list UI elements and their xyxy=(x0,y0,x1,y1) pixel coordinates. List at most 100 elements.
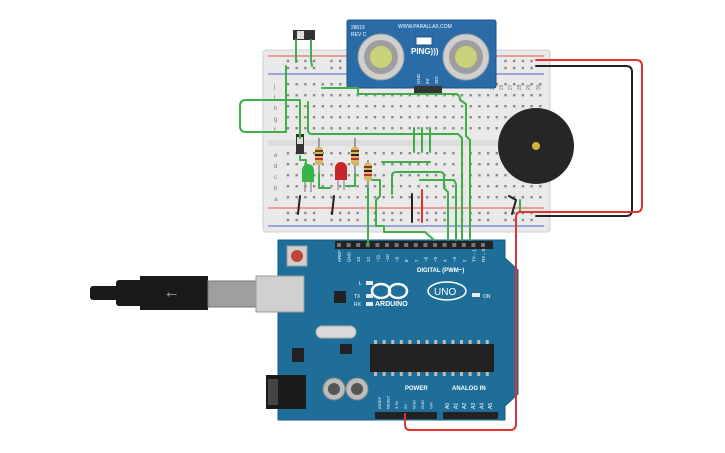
slide-switch-middle[interactable] xyxy=(296,134,304,154)
right-transducer xyxy=(442,33,490,81)
rail-hole xyxy=(339,59,342,63)
breadboard-hole xyxy=(295,163,298,166)
breadboard-hole xyxy=(347,116,351,119)
digital-pin-hole[interactable] xyxy=(356,243,361,247)
analog-pin-label: A2 xyxy=(462,403,468,409)
breadboard-hole xyxy=(373,152,377,155)
power-pin-label: VIN xyxy=(429,402,434,409)
digital-pin-hole[interactable] xyxy=(375,243,380,247)
small-component xyxy=(340,344,352,354)
rail-hole xyxy=(530,59,533,63)
breadboard-hole xyxy=(469,127,472,130)
breadboard-hole xyxy=(373,94,377,97)
digital-pin-label: GND xyxy=(347,251,352,262)
breadboard-hole xyxy=(321,94,324,97)
digital-pin-hole[interactable] xyxy=(481,243,485,247)
wires xyxy=(239,39,643,431)
wire xyxy=(371,179,435,241)
breadboard-hole xyxy=(469,105,472,108)
breadboard-hole xyxy=(504,94,507,97)
row-letter: a xyxy=(274,197,278,203)
breadboard-hole xyxy=(408,127,411,130)
breadboard-hole xyxy=(460,94,464,97)
breadboard-hole xyxy=(408,152,411,155)
rail-hole xyxy=(443,211,446,215)
chip-pin xyxy=(425,340,429,344)
breadboard-hole xyxy=(347,105,351,108)
chip-pin xyxy=(460,372,463,376)
breadboard-hole xyxy=(530,105,533,108)
breadboard-hole xyxy=(312,105,316,108)
breadboard-hole xyxy=(460,116,464,119)
rail-hole xyxy=(504,218,507,222)
reset-button[interactable] xyxy=(286,245,308,267)
breadboard-hole xyxy=(434,196,438,199)
digital-pin-label: 12 xyxy=(366,256,371,262)
rail-hole xyxy=(513,218,516,222)
breadboard-hole xyxy=(513,185,516,188)
power-pin-label: GND xyxy=(420,400,425,409)
digital-pin-hole[interactable] xyxy=(461,243,466,247)
breadboard-hole xyxy=(452,196,455,199)
breadboard-hole xyxy=(330,185,333,188)
analog-pin-label: A5 xyxy=(488,403,494,409)
breadboard-hole xyxy=(486,185,490,188)
breadboard-hole xyxy=(304,196,307,199)
digital-pin-hole[interactable] xyxy=(394,243,399,247)
digital-pin-hole[interactable] xyxy=(423,243,428,247)
breadboard-hole xyxy=(339,83,342,86)
breadboard-hole xyxy=(486,116,490,119)
rail-hole xyxy=(382,211,385,215)
rail-hole xyxy=(304,218,307,222)
digital-pin-hole[interactable] xyxy=(413,243,418,247)
breadboard-hole xyxy=(382,163,385,166)
rail-hole xyxy=(312,218,316,222)
digital-pin-hole[interactable] xyxy=(346,243,351,247)
breadboard-hole xyxy=(347,94,351,97)
digital-pin-hole[interactable] xyxy=(385,243,389,247)
breadboard-hole xyxy=(391,94,394,97)
digital-pin-hole[interactable] xyxy=(433,243,437,247)
chip-pin xyxy=(468,340,472,344)
digital-pin-hole[interactable] xyxy=(404,243,409,247)
digital-pin-hole[interactable] xyxy=(442,243,447,247)
breadboard-hole xyxy=(417,127,420,130)
breadboard-hole xyxy=(460,105,464,108)
breadboard-hole xyxy=(408,185,411,188)
chip-pin xyxy=(477,372,481,376)
rail-hole xyxy=(347,211,351,215)
rail-hole xyxy=(356,211,359,215)
power-pin-label: RESET xyxy=(386,395,391,409)
breadboard-hole xyxy=(286,83,290,86)
breadboard-hole xyxy=(356,196,359,199)
breadboard-hole xyxy=(469,116,472,119)
rail-hole xyxy=(304,59,307,63)
power-pin-label: 3.3V xyxy=(394,400,399,409)
digital-pin-hole[interactable] xyxy=(471,243,476,247)
breadboard-hole xyxy=(539,185,542,188)
digital-pin-hole[interactable] xyxy=(365,243,370,247)
breadboard-hole xyxy=(339,127,342,130)
breadboard-hole xyxy=(330,83,333,86)
slide-switch-top[interactable] xyxy=(293,30,315,40)
rail-hole xyxy=(391,218,394,222)
breadboard-hole xyxy=(521,105,525,108)
breadboard-hole xyxy=(304,116,307,119)
breadboard-hole xyxy=(295,116,298,119)
analog-pin-label: A4 xyxy=(479,403,485,409)
on-label: ON xyxy=(483,294,491,300)
rail-hole xyxy=(399,211,403,215)
rail-hole xyxy=(530,218,533,222)
breadboard-hole xyxy=(399,185,403,188)
chip-pin xyxy=(399,372,403,376)
row-letter: b xyxy=(274,186,278,192)
digital-pin-hole[interactable] xyxy=(452,243,457,247)
breadboard-hole xyxy=(434,127,438,130)
wire xyxy=(535,65,633,217)
breadboard-hole xyxy=(286,105,290,108)
digital-pin-hole[interactable] xyxy=(337,243,341,247)
breadboard-hole xyxy=(495,116,498,119)
breadboard-hole xyxy=(339,116,342,119)
rail-hole xyxy=(513,59,516,63)
